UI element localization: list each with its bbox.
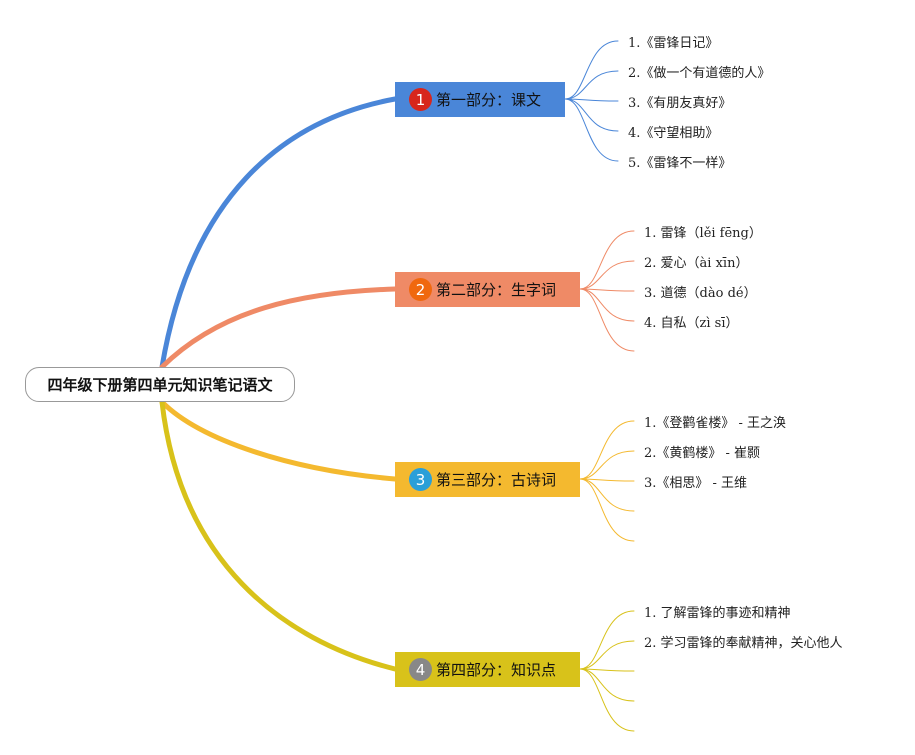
leaf-connector — [579, 478, 635, 542]
leaf-topic[interactable]: 1. 雷锋（lěi fēng） — [644, 226, 762, 241]
leaf-topic[interactable]: 3. 道德（dào dé） — [644, 286, 757, 301]
leaf-connector — [579, 288, 635, 322]
number-badge-2: 2 — [409, 278, 432, 301]
leaf-connector — [579, 260, 635, 290]
branch-connector — [159, 399, 398, 672]
branch-part-2[interactable]: 2 第二部分：生字词 — [395, 272, 580, 307]
leaf-connector — [579, 610, 635, 670]
branch-connector — [159, 399, 398, 482]
leaf-connector — [564, 40, 619, 100]
leaf-topic[interactable]: 2.《做一个有道德的人》 — [628, 66, 771, 81]
leaf-connector — [579, 668, 635, 732]
leaf-connector — [564, 70, 619, 100]
branch-connector — [159, 96, 398, 370]
leaf-connector — [564, 98, 619, 162]
leaf-connector — [579, 478, 635, 482]
leaf-topic[interactable]: 3.《有朋友真好》 — [628, 96, 732, 111]
root-topic[interactable]: 四年级下册第四单元知识笔记语文 — [25, 367, 295, 402]
branch-label: 第三部分：古诗词 — [436, 471, 557, 489]
branch-label: 第二部分：生字词 — [436, 281, 557, 299]
leaf-connector — [579, 230, 635, 290]
branch-label: 第四部分：知识点 — [436, 661, 557, 679]
branch-connector — [159, 286, 398, 370]
leaf-connector — [579, 420, 635, 480]
leaf-connector — [564, 98, 619, 102]
branch-label: 第一部分：课文 — [436, 91, 542, 109]
leaf-topic[interactable]: 1.《登鹳雀楼》 - 王之涣 — [644, 416, 787, 431]
leaf-connector — [579, 450, 635, 480]
leaf-connector — [579, 640, 635, 670]
branch-part-4[interactable]: 4 第四部分：知识点 — [395, 652, 580, 687]
leaf-topic[interactable]: 1. 了解雷锋的事迹和精神 — [644, 606, 791, 621]
leaf-connector — [564, 98, 619, 132]
leaf-topic[interactable]: 5.《雷锋不一样》 — [628, 156, 732, 171]
number-badge-4: 4 — [409, 658, 432, 681]
number-badge-3: 3 — [409, 468, 432, 491]
leaf-connector — [579, 288, 635, 292]
leaf-topic[interactable]: 3.《相思》 - 王维 — [644, 476, 748, 491]
leaf-connector — [579, 288, 635, 352]
leaf-topic[interactable]: 2.《黄鹤楼》 - 崔颢 — [644, 446, 761, 461]
leaf-topic[interactable]: 2. 爱心（ài xīn） — [644, 256, 749, 271]
leaf-connector — [579, 478, 635, 512]
branch-part-1[interactable]: 1 第一部分：课文 — [395, 82, 565, 117]
root-topic-label: 四年级下册第四单元知识笔记语文 — [47, 376, 273, 394]
leaf-topic[interactable]: 1.《雷锋日记》 — [628, 36, 719, 51]
leaf-topic[interactable]: 4.《守望相助》 — [628, 126, 719, 141]
leaf-topic[interactable]: 4. 自私（zì sī） — [644, 316, 739, 331]
branch-part-3[interactable]: 3 第三部分：古诗词 — [395, 462, 580, 497]
leaf-connector — [579, 668, 635, 672]
leaf-connector — [579, 668, 635, 702]
leaf-topic[interactable]: 2. 学习雷锋的奉献精神，关心他人 — [644, 636, 843, 651]
number-badge-1: 1 — [409, 88, 432, 111]
